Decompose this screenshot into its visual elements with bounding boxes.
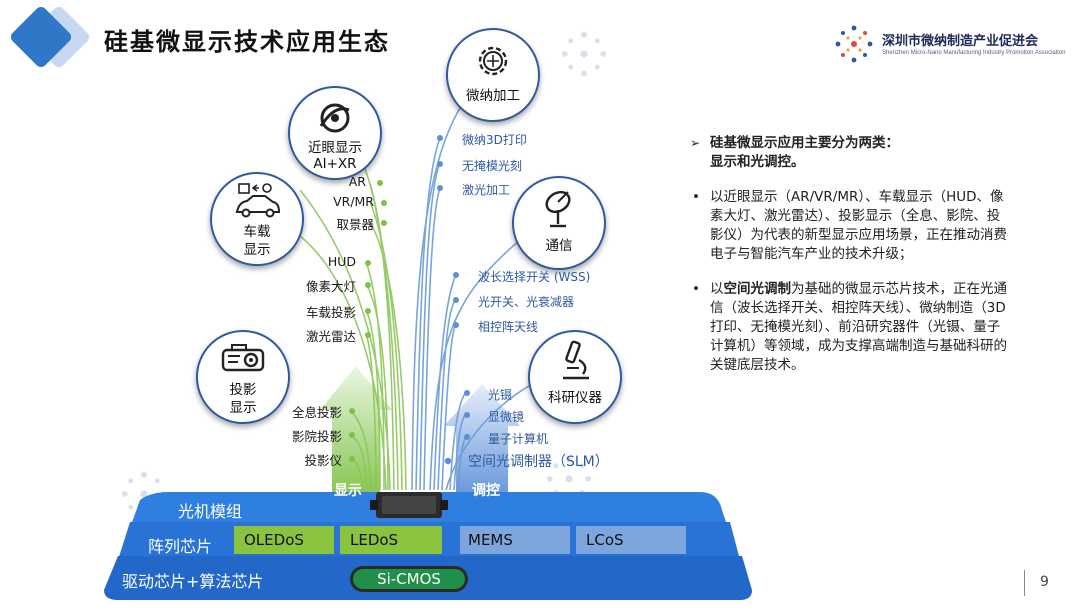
ai-xr-icon	[319, 103, 350, 133]
watermark-icon	[561, 31, 607, 77]
summary-point-control: 以空间光调制为基础的微显示芯片技术，正在光通信（波长选择开关、相控阵天线）、微纳…	[690, 280, 1010, 375]
node-projection: 投影 显示	[196, 330, 290, 424]
org-logo-icon	[835, 25, 873, 63]
summary-panel: 硅基微显示应用主要分为两类： 显示和光调控。 以近眼显示（AR/VR/MR）、车…	[690, 134, 1010, 375]
control-arrow	[444, 384, 520, 498]
item-cinema: 影院投影	[291, 429, 342, 444]
chip-oledos: OLEDoS	[234, 526, 334, 554]
item-lidar: 激光雷达	[305, 329, 356, 344]
node-near-eye: 近眼显示 AI+XR	[288, 86, 382, 180]
car-icon	[235, 183, 281, 218]
item-hud: HUD	[327, 254, 356, 269]
item-laser-processing: 激光加工	[462, 183, 511, 197]
item-vr-mr: VR/MR	[333, 194, 374, 209]
item-phased-array: 相控阵天线	[478, 320, 539, 334]
projector-icon	[221, 344, 265, 372]
item-3d-print: 微纳3D打印	[462, 133, 527, 147]
control-arrow-label: 调控	[472, 483, 500, 499]
item-optical-tweezers: 光镊	[488, 388, 513, 402]
item-wss: 波长选择开关 (WSS)	[478, 270, 591, 284]
page-number: 9	[1040, 574, 1049, 590]
page-title: 硅基微显示技术应用生态	[104, 28, 390, 56]
microscope-icon	[563, 340, 589, 380]
org-name: 深圳市微纳制造产业促进会	[882, 34, 1039, 49]
node-instrument: 科研仪器	[528, 330, 622, 424]
si-cmos-badge: Si-CMOS	[350, 566, 468, 592]
org-name-en: Shenzhen Micro-Nano Manufacturing Indust…	[882, 50, 1066, 56]
item-microscope: 显微镜	[488, 410, 525, 424]
item-vehicle-projection: 车载投影	[305, 305, 356, 320]
array-chip-label: 阵列芯片	[148, 537, 213, 556]
node-micro-nano: 微纳加工	[446, 28, 540, 122]
summary-point-display: 以近眼显示（AR/VR/MR）、车载显示（HUD、像素大灯、激光雷达）、投影显示…	[690, 188, 1010, 264]
summary-lead: 硅基微显示应用主要分为两类： 显示和光调控。	[690, 134, 1010, 172]
item-optical-switch: 光开关、光衰减器	[478, 295, 575, 309]
item-maskless-litho: 无掩模光刻	[462, 159, 523, 173]
node-comm: 通信	[512, 176, 606, 270]
driver-chip-label: 驱动芯片+算法芯片	[122, 572, 264, 591]
page-number-divider	[1024, 570, 1025, 596]
chip-mems: MEMS	[460, 526, 570, 554]
item-viewfinder: 取景器	[336, 217, 374, 232]
item-projector: 投影仪	[304, 453, 342, 468]
gear-icon	[478, 46, 508, 76]
optical-module-label: 光机模组	[178, 502, 243, 521]
item-pixel-headlight: 像素大灯	[305, 279, 356, 294]
node-vehicle: 车载 显示	[210, 172, 304, 266]
display-arrow-label: 显示	[334, 483, 362, 499]
slm-label: 空间光调制器（SLM）	[468, 454, 609, 470]
item-holographic: 全息投影	[291, 405, 342, 420]
satellite-dish-icon	[545, 190, 571, 228]
item-quantum-computer: 量子计算机	[488, 432, 549, 446]
chip-ledos: LEDoS	[340, 526, 442, 554]
item-ar: AR	[348, 174, 366, 189]
chip-lcos: LCoS	[576, 526, 686, 554]
